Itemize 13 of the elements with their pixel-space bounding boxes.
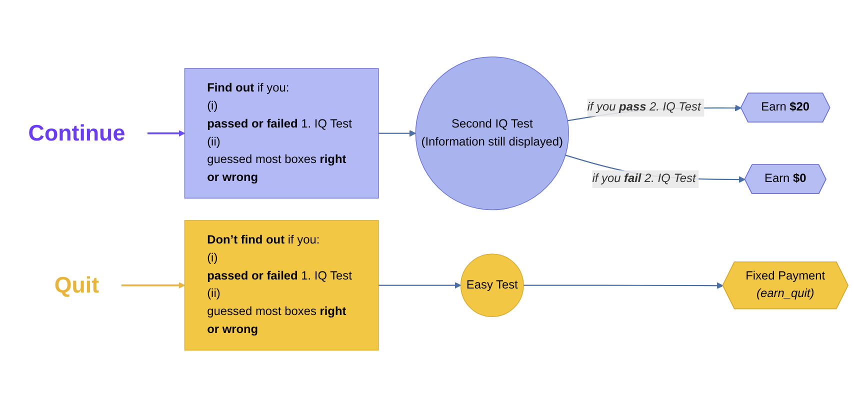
node-text: Continue	[28, 121, 126, 146]
node-circle: Second IQ Test (Information still displayed)	[415, 56, 569, 210]
edge-label: if you pass 2. IQ Test	[587, 100, 701, 114]
arrow	[121, 282, 186, 289]
arrow	[378, 282, 462, 289]
node-box: Don’t find out if you: (i) passed or failed 1. IQ Test (ii) guessed most boxes right or wrong	[184, 220, 379, 350]
node-box: Find out if you: (i) passed or failed 1. IQ Test (ii) guessed most boxes right or wrong	[184, 68, 379, 199]
arrow	[523, 282, 724, 289]
arrow	[148, 130, 186, 137]
node-circle: Easy Test	[460, 254, 524, 317]
edge-label: if you fail 2. IQ Test	[592, 172, 696, 186]
node-text: Quit	[54, 273, 100, 298]
arrow	[378, 130, 416, 137]
